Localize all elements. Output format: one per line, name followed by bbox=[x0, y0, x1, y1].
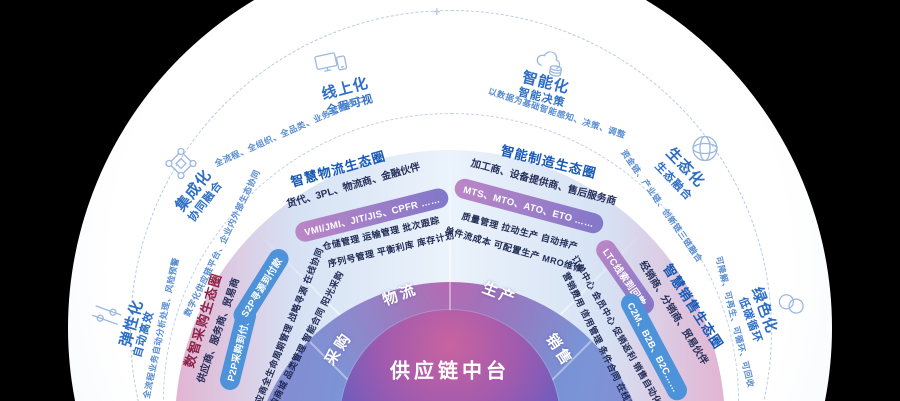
sliders-icon bbox=[88, 298, 130, 334]
loop-icon bbox=[767, 284, 811, 326]
network-icon bbox=[164, 147, 198, 186]
devices-icon bbox=[313, 48, 350, 83]
globe-icon bbox=[690, 134, 720, 169]
cloud-data-icon bbox=[530, 49, 569, 85]
center-title: 供应链中台 bbox=[390, 360, 510, 383]
quadrant-divider bbox=[449, 150, 451, 290]
sparkle-decoration: + bbox=[433, 4, 441, 19]
